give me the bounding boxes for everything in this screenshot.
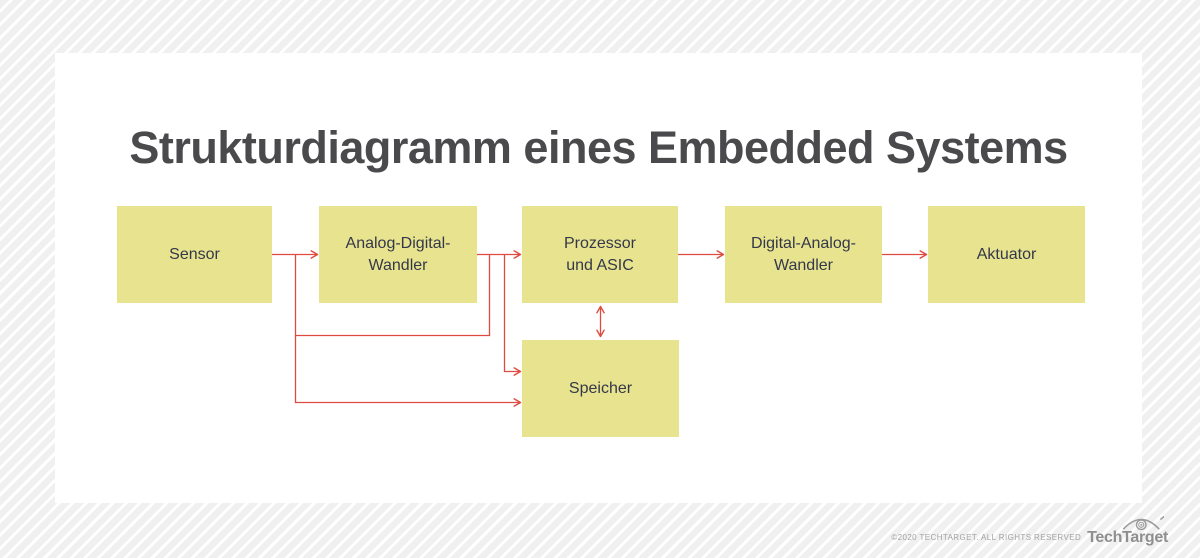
diagram-box-analog-digital-wandler: Analog-Digital- Wandler	[319, 206, 477, 303]
eye-target-icon	[1122, 516, 1164, 531]
diagram-box-label: Analog-Digital- Wandler	[345, 235, 451, 274]
diagram-box-prozessor-und-asic: Prozessor und ASIC	[522, 206, 678, 303]
techtarget-logo: TechTarget	[1087, 515, 1168, 547]
footer: ©2020 TECHTARGET. ALL RIGHTS RESERVED Te…	[891, 515, 1168, 547]
diagram-box-speicher: Speicher	[522, 340, 679, 437]
page-title: Strukturdiagramm eines Embedded Systems	[129, 122, 1068, 174]
diagram-box-label: Sensor	[169, 245, 220, 263]
diagram-box-label: Speicher	[568, 379, 633, 397]
diagram-box-digital-analog-wandler: Digital-Analog- Wandler	[725, 206, 882, 303]
diagram-box-label: Aktuator	[976, 245, 1037, 263]
diagram-box-aktuator: Aktuator	[928, 206, 1085, 303]
diagram-box-sensor: Sensor	[117, 206, 272, 303]
diagram-box-label: Prozessor und ASIC	[563, 235, 637, 274]
diagram-box-label: Digital-Analog- Wandler	[751, 235, 856, 274]
copyright-text: ©2020 TECHTARGET. ALL RIGHTS RESERVED	[891, 533, 1082, 542]
techtarget-wordmark: TechTarget	[1087, 529, 1168, 547]
